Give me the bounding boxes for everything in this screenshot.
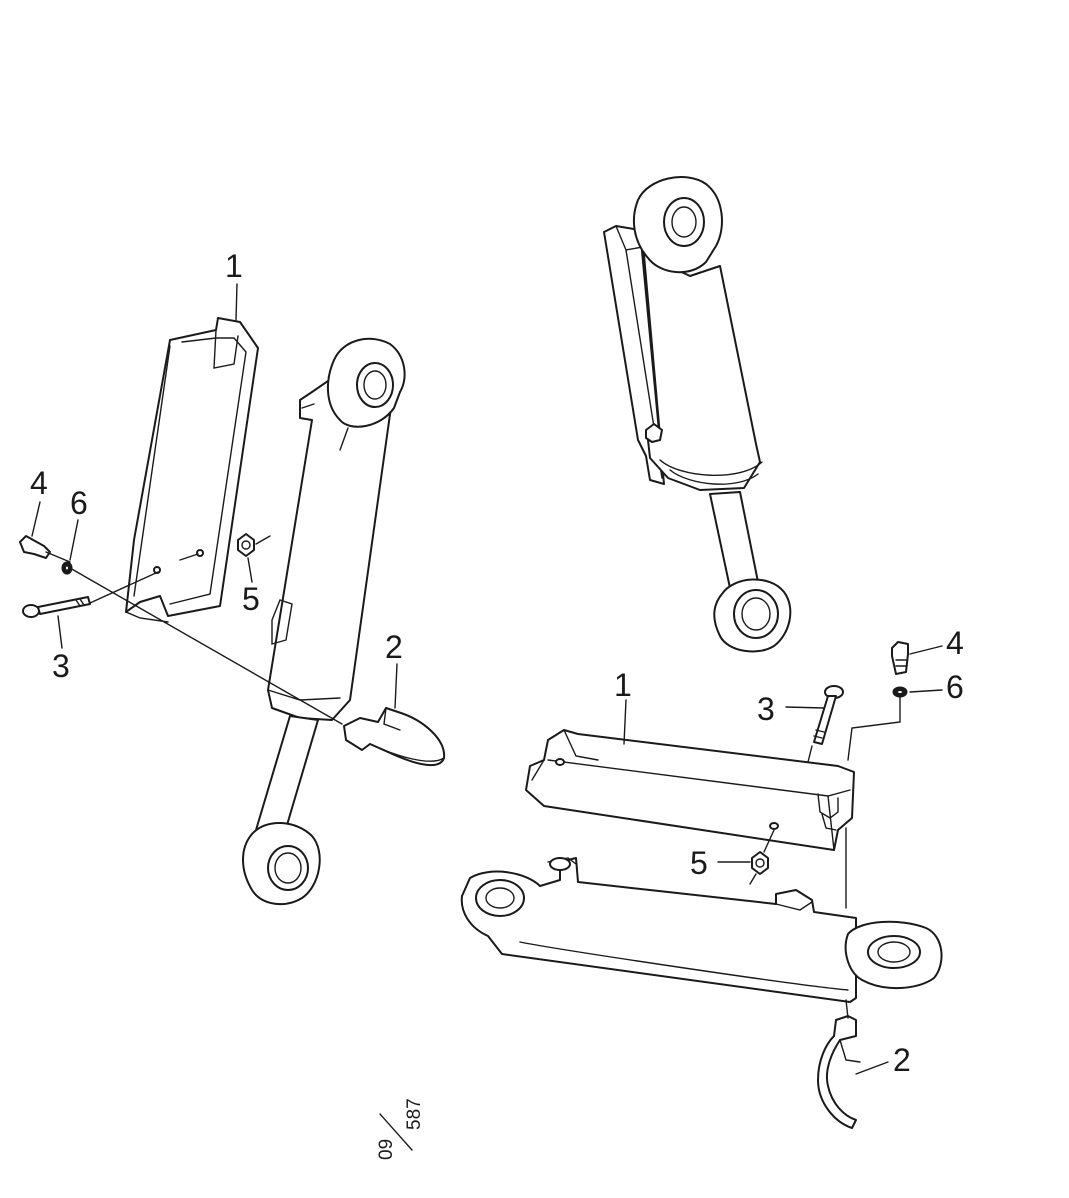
left-callout-2: 2 — [385, 629, 403, 665]
left-assembly-line-a — [69, 567, 343, 725]
right-leader-1 — [623, 699, 627, 745]
left-bolt-4 — [19, 535, 71, 563]
left-callout-3: 3 — [52, 648, 70, 684]
right-leader-4 — [909, 645, 943, 655]
left-long-bolt-3 — [22, 596, 91, 618]
left-clamp — [343, 707, 446, 767]
right-cylinder — [460, 857, 943, 1003]
left-leader-6 — [69, 519, 79, 561]
right-assembly: 1 2 3 4 6 5 — [460, 625, 964, 1129]
right-nut-5 — [749, 851, 769, 885]
left-assembly-line-c — [179, 553, 199, 561]
left-leader-4 — [31, 501, 41, 537]
left-guide-plate — [125, 317, 259, 623]
reference-slash — [379, 1113, 413, 1151]
left-callout-4: 4 — [30, 465, 48, 501]
reference-top: 09 — [376, 1139, 397, 1160]
right-bolt-4 — [891, 641, 909, 675]
right-clamp — [817, 1015, 861, 1129]
left-leader-2 — [394, 663, 398, 709]
right-assembly-line-e — [763, 829, 775, 853]
left-callout-1: 1 — [225, 248, 243, 284]
right-leader-3 — [785, 706, 825, 709]
left-leader-3 — [57, 615, 63, 649]
right-callout-5: 5 — [690, 845, 708, 881]
left-washer-6 — [61, 561, 73, 575]
right-callout-3: 3 — [757, 691, 775, 727]
right-leader-6 — [909, 689, 943, 693]
right-assembly-line-b — [807, 745, 813, 763]
right-assembly-line-d — [845, 999, 849, 1019]
left-piston-rod — [242, 715, 321, 906]
right-callout-4: 4 — [946, 625, 964, 661]
right-callout-6: 6 — [946, 669, 964, 705]
reference-bottom: 587 — [404, 1098, 425, 1130]
left-callout-6: 6 — [70, 485, 88, 521]
left-assembly: 1 2 3 4 6 5 — [19, 248, 446, 906]
left-assembly-line-b — [89, 571, 159, 604]
left-leader-1 — [235, 283, 238, 321]
right-guide-plate — [525, 729, 855, 851]
right-callout-1: 1 — [614, 667, 632, 703]
assembled-cylinder — [603, 176, 792, 653]
drawing-reference: 09 587 — [376, 1098, 425, 1160]
left-nut-5 — [237, 533, 271, 557]
right-callout-2: 2 — [893, 1042, 911, 1078]
right-leader-2 — [855, 1061, 889, 1075]
right-long-bolt-3 — [813, 685, 844, 745]
right-assembly-line-a — [847, 695, 901, 761]
left-leader-5 — [247, 557, 253, 583]
left-callout-5: 5 — [242, 581, 260, 617]
